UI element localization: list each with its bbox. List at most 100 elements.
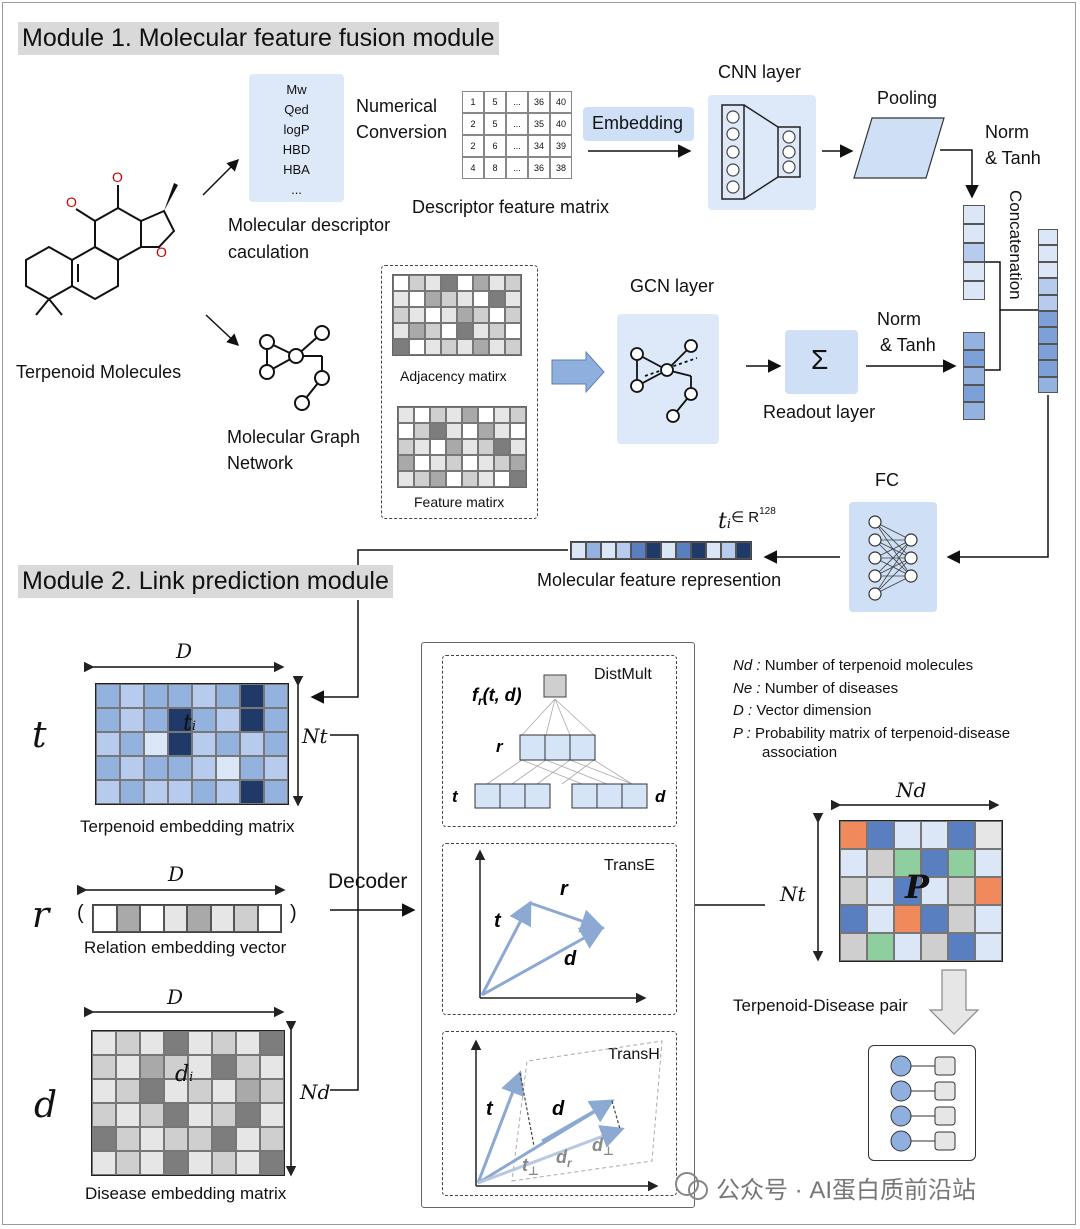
grid-cell [240,732,264,756]
grid-cell [260,1031,284,1055]
grid-cell [414,455,430,471]
t-symbol: t [32,715,47,756]
grid-cell [164,1055,188,1079]
grid-cell [948,933,975,961]
grid-cell [975,905,1002,933]
grid-cell [393,323,409,339]
grid-cell [96,732,120,756]
legend-cont: association [762,744,838,761]
grid-cell [216,756,240,780]
fc-box [849,502,937,612]
nt-side-label: Nt [780,882,806,906]
grid-cell [96,708,120,732]
grid-cell [116,1031,140,1055]
grid-cell [164,1151,188,1175]
matrix-cell: 5 [484,113,506,135]
open-paren: ( [77,902,84,924]
grid-cell [948,877,975,905]
grid-cell [510,455,526,471]
svg-text:t: t [452,787,459,806]
grid-cell [92,1055,116,1079]
descriptor-item: ... [291,182,302,197]
pair-label: Terpenoid-Disease pair [733,996,908,1015]
grid-cell [894,905,921,933]
ti-symbol: ti∈ R128 [718,506,776,534]
legend-item: Nd : Number of terpenoid molecules [733,657,974,674]
grid-cell [840,849,867,877]
grid-cell [144,732,168,756]
svg-text:fr(t, d): fr(t, d) [472,685,522,708]
grid-cell [867,905,894,933]
feature-representation-vector [570,541,752,560]
watermark-text: 公众号 · AI蛋白质前沿站 [716,1177,977,1204]
grid-cell [409,323,425,339]
p-label: P [905,868,930,906]
legend-item: Ne : Number of diseases [733,679,899,697]
matrix-cell: ... [506,91,528,113]
descriptor-item: HBD [282,142,311,157]
vector-cell [963,224,985,243]
vector-cell [676,542,691,559]
grid-cell [948,849,975,877]
grid-cell [414,439,430,455]
grid-cell [140,1079,164,1103]
grid-cell [510,423,526,439]
grid-cell [140,1103,164,1127]
grid-cell [216,732,240,756]
descriptor-matrix-label: Descriptor feature matrix [412,197,610,217]
grid-cell [840,905,867,933]
graph-label-2: Network [227,453,294,473]
matrix-cell: 40 [550,113,572,135]
grid-cell [144,684,168,708]
cnn-label: CNN layer [718,62,802,82]
grid-cell [188,1055,212,1079]
vector-cell [1038,229,1058,246]
vector-cell [963,367,985,385]
svg-text:d: d [655,787,666,806]
grid-cell [116,1055,140,1079]
vector-cell [1038,376,1058,393]
vector-graph-branch [963,332,985,420]
grid-cell [264,732,288,756]
grid-cell [409,275,425,291]
grid-cell [116,1127,140,1151]
svg-text:d: d [564,948,577,970]
grid-cell [894,821,921,849]
embedding-box: Embedding [583,107,694,141]
legend-item: P : Probability matrix of terpenoid-dise… [733,724,1011,742]
grid-cell [510,439,526,455]
grid-cell [441,307,457,323]
grid-cell [414,423,430,439]
grid-cell [478,423,494,439]
transh-label: TransH [608,1046,660,1063]
grid-cell [425,291,441,307]
transh-diagram: t d t⊥ dr d⊥ [470,1039,663,1192]
svg-text:O: O [66,194,77,210]
grid-cell [505,291,521,307]
grid-cell [921,849,948,877]
svg-text:t: t [494,910,502,932]
grid-cell [168,708,192,732]
grid-cell [264,780,288,804]
matrix-cell: ... [506,113,528,135]
grid-cell [192,684,216,708]
grid-cell [921,877,948,905]
grid-cell [120,732,144,756]
cnn-layer-box [708,95,816,210]
norm-tanh-1b: & Tanh [985,148,1041,168]
grid-cell [441,323,457,339]
distmult-box [442,655,677,827]
vector-cell [187,905,211,932]
grid-cell [425,339,441,355]
grid-cell [840,821,867,849]
grid-cell [216,780,240,804]
gcn-label: GCN layer [630,276,715,296]
grid-cell [441,275,457,291]
grid-cell [240,684,264,708]
grid-cell [398,471,414,487]
grid-cell [425,275,441,291]
grid-cell [212,1103,236,1127]
grid-cell [457,291,473,307]
grid-cell [236,1031,260,1055]
